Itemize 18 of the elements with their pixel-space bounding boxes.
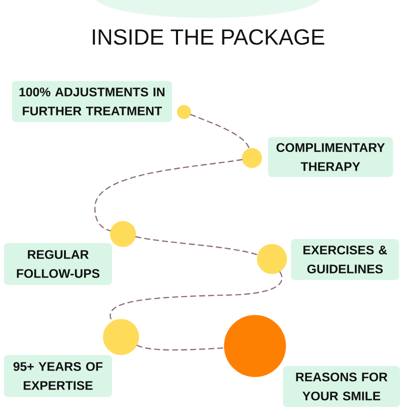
title: INSIDE THE PACKAGE <box>92 29 324 45</box>
feature-box: 100% ADJUSTMENTS IN FURTHER TREATMENT <box>12 81 172 122</box>
timeline-dot <box>177 105 191 119</box>
dashed-connector <box>135 236 258 256</box>
timeline-dot <box>110 221 136 247</box>
feature-box: EXERCISES & GUIDELINES <box>291 239 399 280</box>
timeline-dot <box>224 315 286 377</box>
dashed-connector <box>110 271 283 322</box>
feature-box: REGULAR FOLLOW-UPS <box>4 243 112 285</box>
dashed-connector <box>190 114 250 149</box>
dashed-connector <box>136 344 224 351</box>
feature-box: COMPLIMENTARY THERAPY <box>268 137 393 177</box>
timeline-dot <box>103 319 139 355</box>
timeline-dot <box>242 148 262 168</box>
timeline-dot <box>257 244 287 274</box>
feature-box: REASONS FOR YOUR SMILE <box>283 366 400 407</box>
feature-box: 95+ YEARS OF EXPERTISE <box>4 355 112 397</box>
dashed-connector <box>94 159 243 232</box>
